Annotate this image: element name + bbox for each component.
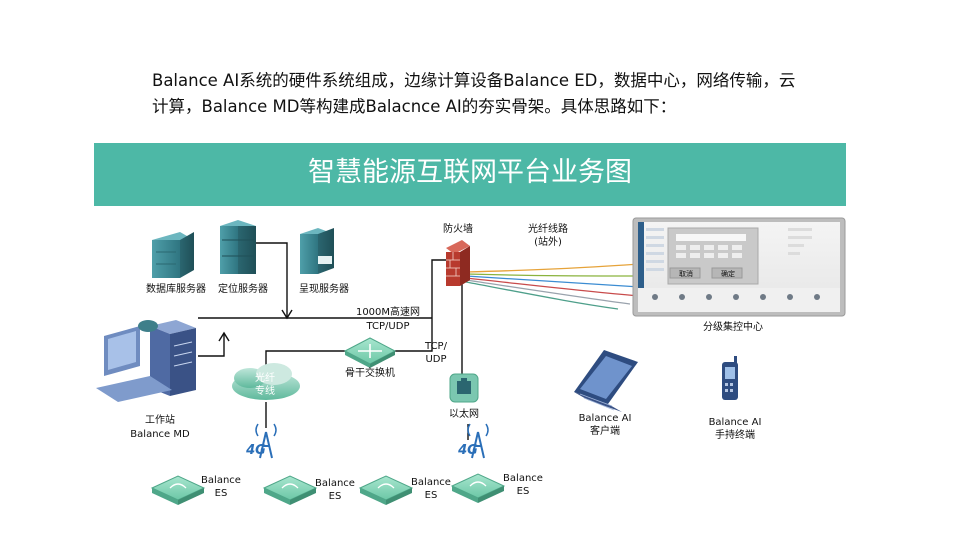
es-label-2-line2: ES [328,491,342,502]
loc-server-arrow [281,309,293,320]
fiber-strand [465,273,641,277]
es-label-3-line1: Balance [411,477,451,488]
loc-server-icon [220,220,256,274]
keypad-cancel-button[interactable]: 取消 [679,270,693,278]
loc-server-label: 定位服务器 [218,284,268,295]
fiber-strand [465,277,641,297]
es-device-icon [450,473,506,503]
fiber-bundle [465,263,641,310]
handheld-label-1: Balance AI [708,417,762,428]
connection-lines [198,242,469,440]
fiber-cloud-label-1: 光纤 [255,373,275,384]
tower-label-left: 4G [246,443,266,458]
link-1000m-protocol-label: TCP/UDP [366,321,410,332]
tower-icon-left [255,423,277,459]
intro-line-2: 计算，Balance MD等构建成Balacnce AI的夯实骨架。具体思路如下… [152,97,677,116]
es-device-icon [262,475,318,505]
workstation-label-2: Balance MD [130,429,190,440]
keypad-confirm-button[interactable]: 确定 [721,270,735,278]
fiber-cloud-icon [232,363,300,400]
workstation-arrow-link [198,334,225,357]
es-label-4-line2: ES [516,486,530,497]
tcp-udp-label-1: TCP/ [425,341,447,352]
workstation-arrowhead [218,331,230,342]
intro-line-1: Balance AI系统的硬件系统组成，边缘计算设备Balance ED，数据中… [152,71,796,90]
control-center-label: 分级集控中心 [703,322,763,333]
db-server-label: 数据库服务器 [146,284,206,295]
fiber-strand [465,263,641,273]
firewall-icon [446,240,470,286]
firewall-label: 防火墙 [443,224,473,235]
ethernet-port-icon [449,373,479,403]
fiber-line-label-1: 光纤线路 [528,224,568,235]
fiber-line-label-2: (站外) [534,237,562,248]
es-device-icon [150,475,206,505]
firewall-left-drop [431,259,446,318]
backbone-switch-label: 骨干交换机 [345,368,395,379]
tower-label-right: 4G [458,443,478,458]
es-label-1-line2: ES [214,488,228,499]
laptop-client-icon [574,350,638,412]
workstation-icon [96,320,196,402]
workstation-label-1: 工作站 [145,415,175,426]
switch-right-link [395,318,433,352]
intro-text: Balance AI系统的硬件系统组成，边缘计算设备Balance ED，数据中… [152,68,852,120]
es-label-2-line1: Balance [315,478,355,489]
title-banner: 智慧能源互联网平台业务图 [94,143,846,206]
client-label-2: 客户端 [590,426,620,437]
display-server-icon [300,228,334,274]
handheld-terminal-icon [722,356,738,400]
client-label-1: Balance AI [578,413,632,424]
tower-icon-right [467,423,489,459]
link-1000m-label: 1000M高速网 [355,307,421,318]
es-label-3-line2: ES [424,490,438,501]
fiber-strand [465,279,631,305]
diagram-title: 智慧能源互联网平台业务图 [308,157,632,188]
es-device-icon [358,475,414,505]
fiber-strand [465,281,619,310]
es-label-4-line1: Balance [503,473,543,484]
fiber-strand [465,275,641,288]
backbone-switch-icon [343,337,397,368]
control-center-monitor [632,217,846,317]
ethernet-label: 以太网 [449,409,479,420]
db-server-icon [152,232,194,278]
tcp-udp-label-2: UDP [425,354,447,365]
handheld-label-2: 手持终端 [715,430,755,441]
fiber-cloud-label-2: 专线 [255,386,275,397]
es-label-1-line1: Balance [201,475,241,486]
display-server-label: 呈现服务器 [299,284,349,295]
